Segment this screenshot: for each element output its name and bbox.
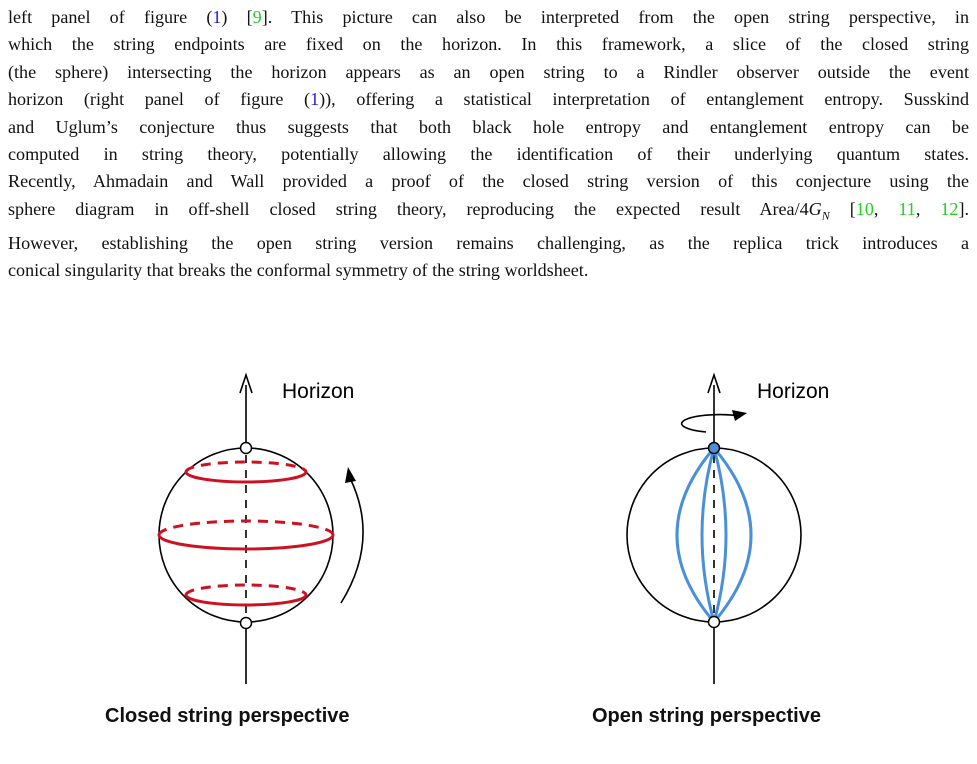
paragraph-text: )), offering a statistical interpretatio…	[319, 89, 969, 110]
paragraph-line: horizon (right panel of figure (1)), off…	[8, 86, 969, 113]
open-string-diagram: Horizon	[626, 372, 829, 684]
paragraph-line: which the string endpoints are fixed on …	[8, 31, 969, 58]
middle-ring-front	[157, 534, 335, 551]
body-paragraph: left panel of figure (1) [9]. This pictu…	[8, 4, 969, 285]
right-caption: Open string perspective	[592, 705, 821, 727]
paragraph-text: left panel of figure (	[8, 7, 213, 27]
math-subscript: N	[821, 208, 830, 223]
rotation-arrow-head	[345, 467, 356, 483]
math-symbol: G	[808, 198, 822, 219]
bottom-ring-front	[184, 594, 308, 607]
right-top-endpoint	[707, 441, 721, 455]
open-string-inner-right	[712, 447, 728, 623]
paragraph-text: horizon (right panel of figure (	[8, 89, 311, 110]
paragraph-line: However, establishing the open string ve…	[8, 230, 969, 257]
paragraph-line: (the sphere) intersecting the horizon ap…	[8, 59, 969, 86]
top-ring-front	[184, 471, 308, 484]
bottom-ring-back	[184, 583, 308, 596]
citation-link[interactable]: 11	[898, 198, 916, 219]
paragraph-text: Recently, Ahmadain and Wall provided a p…	[8, 171, 969, 192]
closed-string-diagram: Horizon	[157, 372, 364, 684]
right-axis-arrowhead	[707, 372, 721, 394]
paragraph-text: ) [	[221, 7, 253, 27]
paragraph-line: Recently, Ahmadain and Wall provided a p…	[8, 168, 969, 195]
rotation-arrow-curve	[340, 477, 364, 604]
citation-link[interactable]: 9	[252, 7, 262, 27]
paragraph-line: sphere diagram in off-shell closed strin…	[8, 196, 969, 230]
figure-reference-link[interactable]: 1	[310, 89, 320, 110]
top-ring-back	[184, 460, 308, 473]
paragraph-text: [	[829, 198, 856, 219]
open-string-outer-left	[675, 447, 716, 623]
paragraph-text: conical singularity that breaks the conf…	[8, 260, 589, 281]
paragraph-text: ,	[915, 198, 941, 219]
paragraph-text: (the sphere) intersecting the horizon ap…	[8, 61, 969, 82]
middle-ring-back	[157, 519, 335, 536]
paragraph-text: ].	[958, 198, 969, 219]
paragraph-line: conical singularity that breaks the conf…	[8, 257, 969, 284]
left-top-endpoint	[239, 441, 253, 455]
paragraph-line: left panel of figure (1) [9]. This pictu…	[8, 4, 969, 31]
figure-1: Horizon Horizon Closed strin	[0, 360, 977, 760]
citation-link[interactable]: 10	[855, 198, 874, 219]
figure-reference-link[interactable]: 1	[212, 7, 222, 27]
paragraph-text: However, establishing the open string ve…	[8, 232, 969, 253]
open-string-outer-right	[712, 447, 753, 623]
paragraph-text: ,	[873, 198, 899, 219]
paragraph-text: and Uglum’s conjecture thus suggests tha…	[8, 116, 969, 137]
left-horizon-label: Horizon	[282, 380, 354, 403]
paragraph-text: sphere diagram in off-shell closed strin…	[8, 198, 809, 219]
rotation-loop-arrowhead	[732, 410, 747, 421]
left-caption: Closed string perspective	[105, 705, 350, 727]
citation-link[interactable]: 12	[940, 198, 959, 219]
paragraph-line: computed in string theory, potentially a…	[8, 141, 969, 168]
left-axis-arrowhead	[239, 372, 253, 394]
open-string-inner-left	[700, 447, 716, 623]
right-horizon-label: Horizon	[757, 380, 829, 403]
figure-diagram: Horizon Horizon	[157, 372, 829, 684]
paragraph-line: and Uglum’s conjecture thus suggests tha…	[8, 114, 969, 141]
paragraph-text: computed in string theory, potentially a…	[8, 144, 969, 165]
right-bottom-endpoint	[707, 615, 721, 629]
paragraph-text: ]. This picture can also be interpreted …	[261, 7, 970, 27]
paragraph-text: which the string endpoints are fixed on …	[8, 34, 969, 55]
rotation-loop	[680, 413, 741, 433]
left-bottom-endpoint	[239, 616, 253, 630]
